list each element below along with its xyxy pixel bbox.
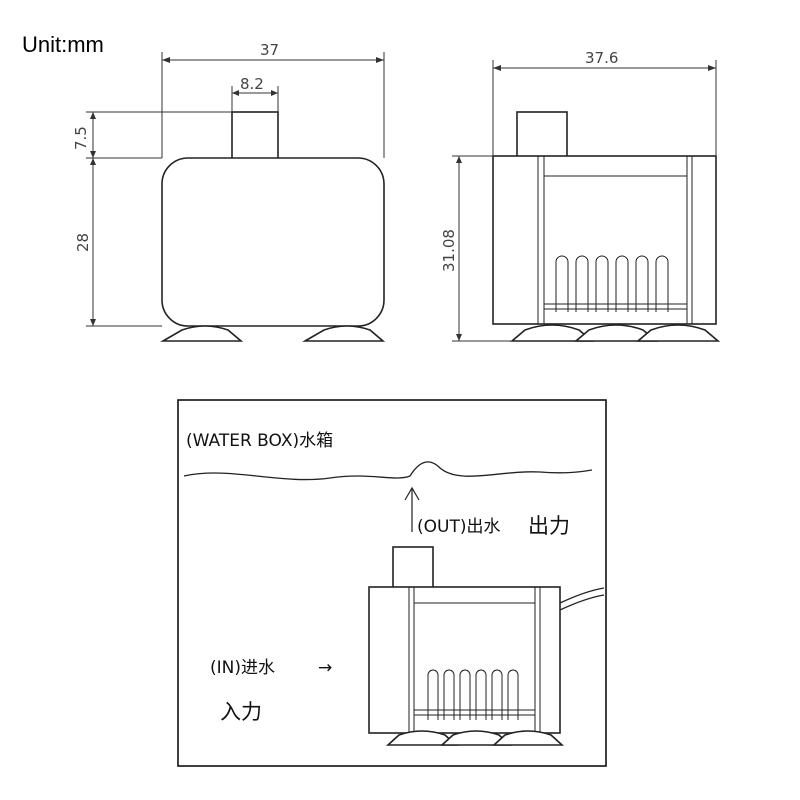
side-foot-3: [635, 324, 721, 342]
pump-foot-2: [439, 730, 513, 746]
dim-side-height: 31.08: [440, 229, 458, 272]
front-foot-right: [302, 325, 386, 342]
front-foot-left: [160, 325, 244, 342]
out-label: (OUT)出水: [417, 517, 500, 537]
out-arrow-icon: [404, 486, 420, 532]
pump-foot-3: [491, 730, 565, 746]
dim-body-height: 28: [74, 233, 92, 252]
front-view: 37 8.2 7.5 28: [72, 41, 386, 342]
pump-intake-slots: [427, 669, 519, 720]
in-arrow-icon: →: [318, 658, 332, 678]
side-foot-2: [573, 324, 659, 342]
dim-outlet-width: 8.2: [240, 75, 264, 93]
dim-front-width: 37: [260, 41, 279, 59]
power-cord: [559, 587, 605, 604]
dim-side-width: 37.6: [585, 49, 618, 67]
unit-label: Unit:mm: [22, 32, 104, 57]
front-body: [161, 157, 385, 327]
pump-foot-1: [385, 730, 459, 746]
dim-outlet-height: 7.5: [72, 126, 90, 150]
out-label-cn: 出力: [528, 514, 570, 538]
installation-diagram: (WATER BOX)水箱 (OUT)出水 出力: [177, 399, 607, 767]
side-body: [492, 155, 717, 325]
front-outlet: [231, 111, 279, 161]
side-foot-1: [509, 324, 595, 342]
side-intake-slots: [555, 255, 669, 312]
water-box-label: (WATER BOX)水箱: [186, 431, 333, 451]
water-surface: [183, 461, 593, 481]
side-view: 37.6 31.08: [440, 49, 721, 342]
in-label-cn: 入力: [220, 700, 262, 724]
side-outlet: [516, 111, 568, 159]
diagram-frame: [177, 399, 607, 767]
pump-outlet: [392, 546, 434, 590]
in-label: (IN)进水: [210, 658, 275, 678]
pump-body: [368, 586, 561, 734]
pump: [368, 546, 565, 746]
